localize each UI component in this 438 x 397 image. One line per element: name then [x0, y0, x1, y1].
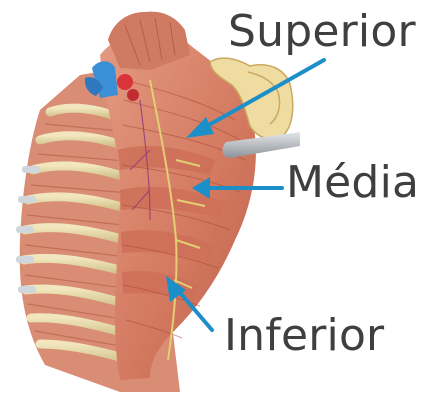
label-inferior: Inferior: [224, 314, 384, 358]
label-media: Média: [286, 161, 419, 205]
label-superior: Superior: [228, 10, 416, 54]
